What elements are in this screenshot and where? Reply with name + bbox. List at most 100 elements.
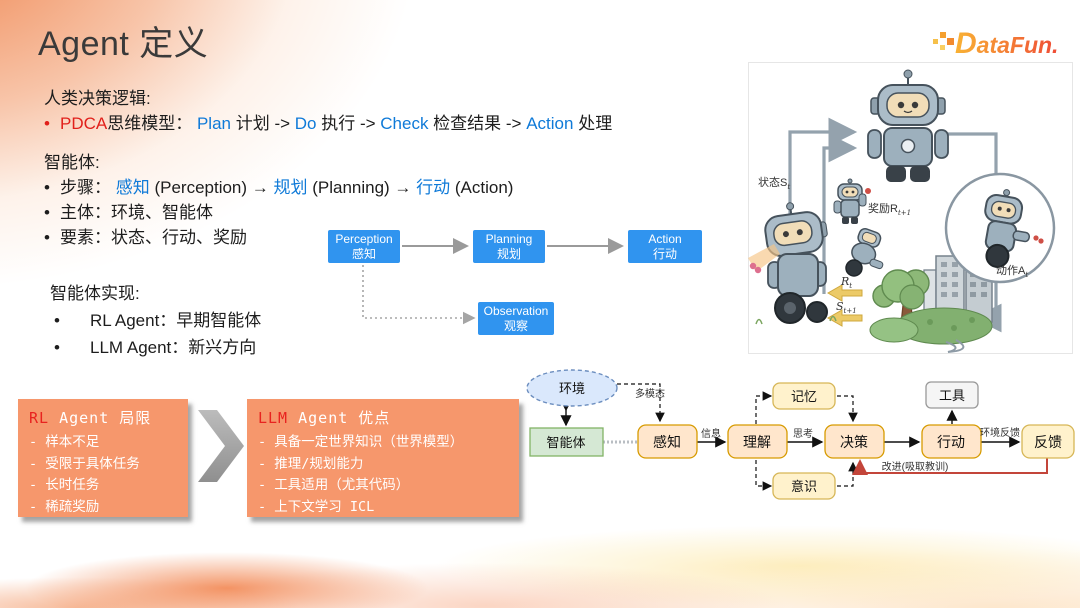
llm-box-item: - 上下文学习 ICL [258,498,375,515]
label-think: 思考 [793,428,813,440]
pdca-line: • PDCA思维模型： Plan 计划 -> Do 执行 -> Check 检查… [44,111,612,136]
arrow-understand-mind [755,460,773,491]
section-human-logic: 人类决策逻辑: • PDCA思维模型： Plan 计划 -> Do 执行 -> … [44,86,612,136]
svg-text:意识: 意识 [791,479,817,494]
rl-box-title: RL Agent 局限 [29,409,152,427]
bottom-wave-decoration [0,508,1080,608]
impl-heading: 智能体实现: [50,284,140,303]
svg-text:规划: 规划 [497,246,521,261]
flow-node-act: 行动 [921,424,982,459]
flow-node-feedback: 反馈 [1021,424,1075,459]
flow-node-mind: 意识 [772,472,836,500]
arrow-understand-memory [755,391,773,424]
svg-text:感知: 感知 [352,246,376,261]
flow-node-decide: 决策 [824,424,885,459]
flow-node-understand: 理解 [727,424,788,459]
svg-text:工具: 工具 [939,388,965,403]
llm-box-title: LLM Agent 优点 [258,409,391,427]
butterfly-red-icon-2 [1033,235,1044,244]
impl-llm-line: • LLM Agent：新兴方向 [54,338,257,357]
arrow-env-perceive [617,383,665,423]
reward-state-arrows: Rt St+1 [826,275,863,327]
arrow-perception-observation [362,265,476,325]
logo-wordmark: DataFun. [955,27,1058,60]
page-title: Agent 定义 [38,25,209,63]
label-action: 动作At [996,264,1028,279]
rl-box-item: - 长时任务 [29,477,100,493]
label-improve: 改进(吸取教训) [882,460,949,473]
svg-text:行动: 行动 [653,247,677,261]
rl-box-item: - 稀疏奖励 [29,498,100,515]
svg-text:Observation: Observation [484,304,549,318]
rl-box-list: - 样本不足 - 受限于具体任务 - 长时任务 - 稀疏奖励 [29,432,177,518]
pipeline-box-observation: Observation 观察 [478,302,554,335]
svg-text:记忆: 记忆 [791,389,817,404]
swirl [945,339,965,353]
pdca-text: PDCA思维模型： Plan 计划 -> Do 执行 -> Check 检查结果… [60,114,613,133]
impl-rl-line: • RL Agent：早期智能体 [54,311,262,330]
svg-text:感知: 感知 [653,434,681,450]
llm-box-item: - 具备一定世界知识（世界模型） [258,434,464,450]
section-agent: 智能体: • 步骤： 感知 (Perception) → 规划 (Plannin… [44,150,513,250]
agent-heading: 智能体: [44,153,100,172]
big-robot [867,69,949,182]
label-state: 状态St [758,175,790,191]
label-env-feedback: 环境反馈 [980,426,1020,439]
pipeline-box-planning: Planning 规划 [473,230,545,263]
flow-node-memory: 记忆 [772,382,836,410]
svg-text:Perception: Perception [335,232,392,246]
flow-node-env: 环境 [526,369,618,407]
svg-text:理解: 理解 [743,434,771,450]
pipeline-box-perception: Perception 感知 [328,230,400,263]
svg-text:环境: 环境 [559,381,585,396]
chevron-arrow-icon [197,409,245,488]
flow-node-tool: 工具 [925,381,979,409]
llm-box-item: - 工具适用（尤其代码） [258,477,410,493]
svg-text:反馈: 反馈 [1034,434,1062,450]
svg-text:决策: 决策 [840,434,868,450]
datafun-logo-graphic: DataFun. [933,27,1058,60]
state-robot [748,202,837,325]
flow-node-agent: 智能体 [529,427,604,457]
agent-steps-line: • 步骤： 感知 (Perception) → 规划 (Planning) → … [44,175,513,200]
rl-box-item: - 样本不足 [29,434,100,450]
tree [872,269,930,335]
action-circle [944,172,1056,284]
agent-elements-line: • 要素：状态、行动、奖励 [44,228,247,247]
label-rt: Rt [840,275,852,290]
llm-box-item: - 推理/规划能力 [258,455,364,472]
small-robot-1 [833,178,871,224]
agent-flow-diagram: 环境 智能体 感知 理解 决策 行动 反馈 记忆 [526,369,1075,500]
label-info: 信息 [701,427,721,440]
bushes [869,307,993,345]
action-robot [984,189,1031,268]
section-impl: 智能体实现: • RL Agent：早期智能体 • LLM Agent：新兴方向 [50,280,261,361]
llm-advantages-box: LLM Agent 优点 - 具备一定世界知识（世界模型） - 推理/规划能力 … [247,399,519,517]
arrow-memory-decide [837,395,858,423]
human-logic-heading: 人类决策逻辑: [44,89,151,108]
small-robot-2 [845,228,884,277]
agent-steps-text: 步骤： 感知 (Perception) → 规划 (Planning) → 行动… [60,178,514,197]
svg-text:观察: 观察 [504,319,528,333]
llm-box-list: - 具备一定世界知识（世界模型） - 推理/规划能力 - 工具适用（尤其代码） … [258,432,508,518]
grass [755,315,837,325]
datafun-logo: DataFun. [930,22,1075,69]
logo-pixels-icon [933,32,954,50]
arrow-mind-decide [837,461,858,487]
label-reward: 奖励Rt+1 [868,201,911,217]
svg-text:Action: Action [648,232,681,246]
svg-text:行动: 行动 [937,434,965,450]
agent-subject-line: • 主体：环境、智能体 [44,203,213,222]
label-st1: St+1 [836,300,857,315]
pipeline-diagram: Perception 感知 Planning 规划 Action 行动 Obse… [328,230,702,335]
rl-limitations-box: RL Agent 局限 - 样本不足 - 受限于具体任务 - 长时任务 - 稀疏… [18,399,188,517]
butterfly-pink-icon [749,262,762,274]
pipeline-box-action: Action 行动 [628,230,702,263]
svg-text:Planning: Planning [486,232,533,246]
rl-cartoon-illustration: Rt St+1 [748,62,1073,354]
label-multimodal: 多模态 [635,387,665,400]
svg-text:智能体: 智能体 [546,435,585,450]
arrow-feedback-decide [852,458,1048,475]
flow-node-perceive: 感知 [637,424,698,459]
